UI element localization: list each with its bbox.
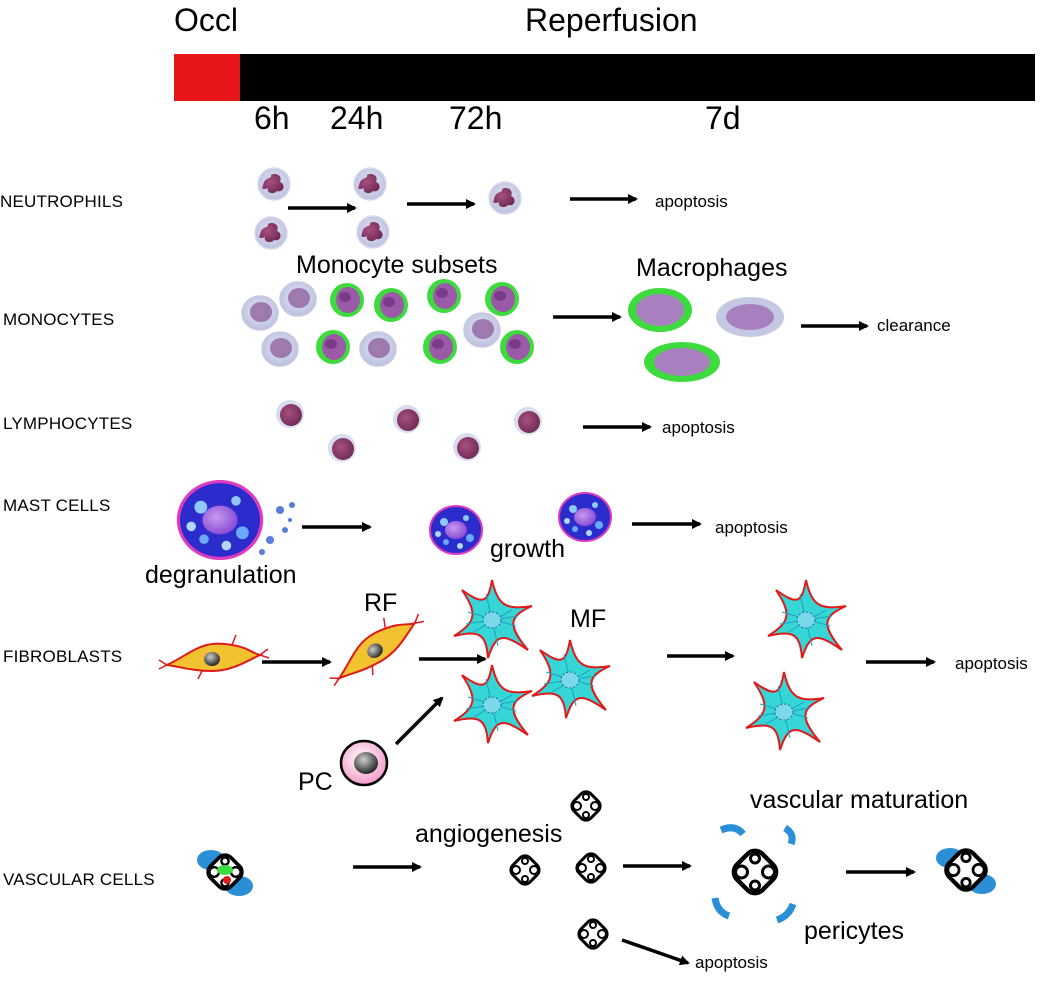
reperfusion-label: Reperfusion	[525, 2, 698, 38]
mast-cells	[176, 480, 612, 561]
lymphocytes-apoptosis-label: apoptosis	[662, 418, 735, 437]
monocyte-cells	[241, 279, 534, 367]
occlusion-label: Occl	[174, 2, 238, 38]
tick-7d: 7d	[705, 100, 741, 136]
growth-label: growth	[490, 535, 566, 563]
tick-6h: 6h	[254, 100, 290, 136]
macrophages-label: Macrophages	[636, 254, 788, 282]
pericyte-cell	[339, 739, 389, 787]
row-label-monocytes: MONOCYTES	[3, 310, 115, 329]
lymphocyte-cells	[276, 400, 542, 462]
row-label-fibroblasts: FIBROBLASTS	[3, 647, 123, 666]
neutrophils-apoptosis-label: apoptosis	[655, 192, 728, 211]
mast-cell-arrows	[302, 519, 702, 532]
pericytes-label: pericytes	[804, 917, 905, 945]
mf-label: MF	[570, 605, 607, 633]
tick-24h: 24h	[330, 100, 384, 136]
occlusion-bar	[174, 54, 240, 101]
vascular-apoptosis-label: apoptosis	[695, 953, 768, 972]
reperfusion-bar	[240, 54, 1035, 101]
vascular-maturation-label: vascular maturation	[750, 786, 969, 814]
vascular-cells	[197, 787, 996, 953]
row-label-lymphocytes: LYMPHOCYTES	[3, 414, 133, 433]
mast-cells-apoptosis-label: apoptosis	[715, 518, 788, 537]
row-label-vascular-cells: VASCULAR CELLS	[3, 870, 155, 889]
fibroblasts-apoptosis-label: apoptosis	[955, 654, 1028, 673]
pc-label: PC	[298, 768, 333, 796]
rf-label: RF	[364, 589, 398, 617]
row-label-mast-cells: MAST CELLS	[3, 496, 111, 515]
vascular-arrows	[353, 861, 916, 966]
angiogenesis-label: angiogenesis	[415, 820, 563, 848]
fibroblast-cells	[158, 579, 847, 751]
degranulation-label: degranulation	[145, 561, 297, 589]
macrophage-cells	[628, 288, 784, 382]
row-label-neutrophils: NEUTROPHILS	[0, 192, 124, 211]
tick-72h: 72h	[449, 100, 503, 136]
monocyte-arrows	[553, 312, 869, 331]
monocyte-subsets-label: Monocyte subsets	[296, 251, 498, 279]
fibroblast-arrows	[262, 651, 936, 746]
neutrophil-arrows	[288, 194, 638, 213]
monocytes-clearance-label: clearance	[877, 316, 951, 335]
